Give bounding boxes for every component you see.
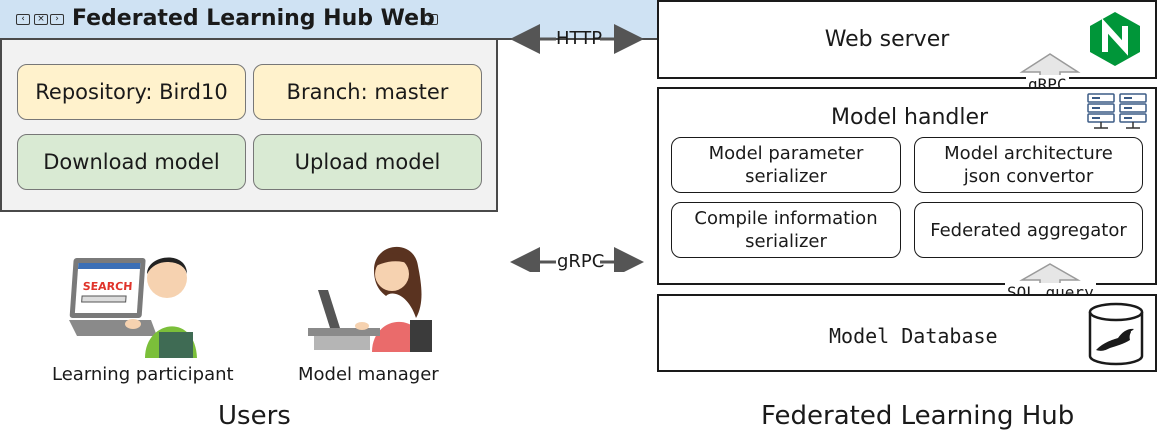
repository-selector[interactable]: Repository: Bird10 <box>17 64 246 120</box>
mariadb-seal-database-icon <box>1088 302 1144 366</box>
repository-label: Repository: Bird10 <box>35 80 228 104</box>
arch-convertor-label: Model architecture json convertor <box>944 143 1113 187</box>
download-model-button[interactable]: Download model <box>17 134 246 190</box>
compile-serializer-label: Compile information serializer <box>694 208 878 252</box>
model-manager-illustration <box>308 246 432 352</box>
connection-arrows <box>510 24 644 272</box>
web-server-box: Web server <box>657 0 1157 79</box>
aggregator-label: Federated aggregator <box>930 219 1127 241</box>
param-serializer-box: Model parameter serializer <box>671 137 901 193</box>
arch-convertor-box: Model architecture json convertor <box>914 137 1143 193</box>
close-tab-icon[interactable]: × <box>34 14 48 25</box>
branch-selector[interactable]: Branch: master <box>253 64 482 120</box>
screen-search-text: SEARCH <box>82 280 133 293</box>
model-database-box: Model Database <box>657 294 1157 372</box>
branch-label: Branch: master <box>286 80 449 104</box>
nginx-logo-icon <box>1090 12 1140 66</box>
server-rack-icon <box>1087 93 1147 129</box>
compile-serializer-box: Compile information serializer <box>671 202 901 258</box>
users-title: Users <box>218 401 291 431</box>
download-label: Download model <box>43 150 220 174</box>
upload-model-button[interactable]: Upload model <box>253 134 482 190</box>
grpc-users-label: gRPC <box>557 251 605 272</box>
upload-label: Upload model <box>294 150 441 174</box>
forward-icon[interactable]: › <box>50 14 64 25</box>
learning-participant-illustration: SEARCH <box>69 257 197 358</box>
manager-label: Model manager <box>298 364 439 385</box>
window-title: Federated Learning Hub Web <box>72 6 435 31</box>
hub-title: Federated Learning Hub <box>761 401 1075 431</box>
database-label: Model Database <box>829 324 998 348</box>
back-icon[interactable]: ‹ <box>16 14 30 25</box>
param-serializer-label: Model parameter serializer <box>708 143 864 187</box>
close-icon[interactable]: × <box>424 14 438 25</box>
model-handler-label: Model handler <box>831 105 989 130</box>
http-label: HTTP <box>556 28 603 49</box>
web-server-label: Web server <box>824 27 950 52</box>
browser-window: ‹ × › Federated Learning Hub Web × Repos… <box>0 0 1157 212</box>
aggregator-box: Federated aggregator <box>914 202 1143 258</box>
participant-label: Learning participant <box>52 364 234 385</box>
